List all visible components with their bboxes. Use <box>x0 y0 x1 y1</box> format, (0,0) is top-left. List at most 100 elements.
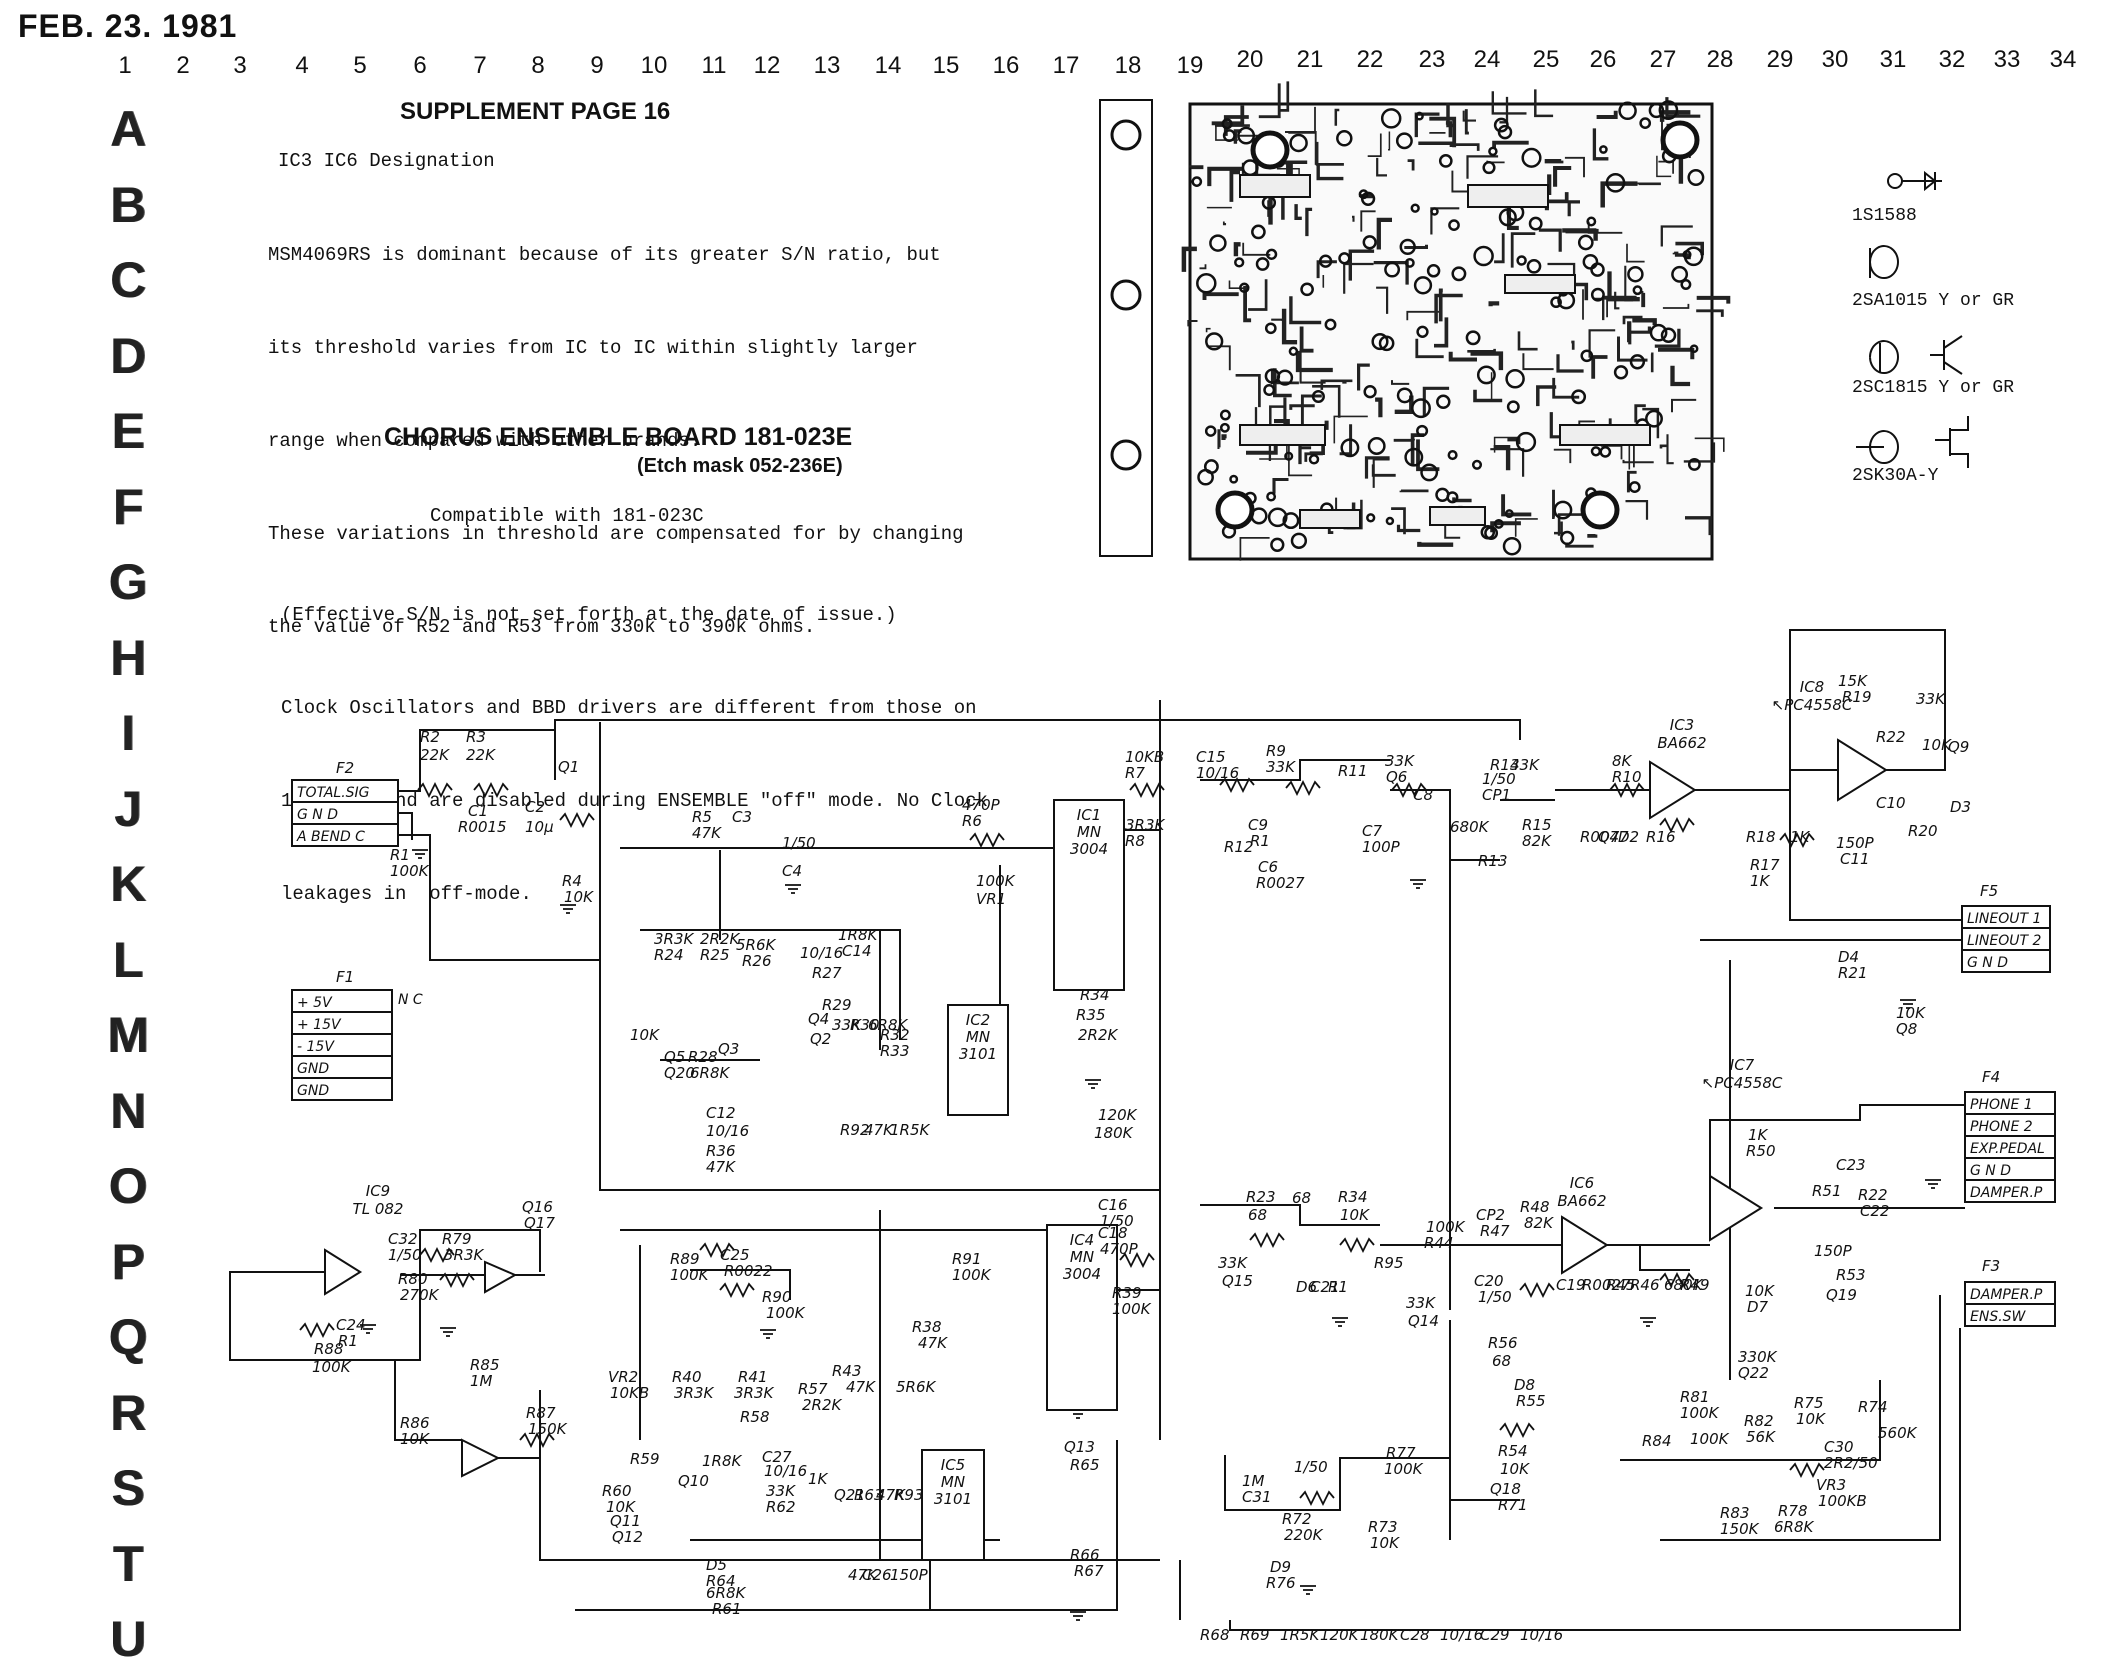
pcb-trace <box>1557 513 1589 536</box>
part-label: R1 <box>1328 1278 1348 1296</box>
part-label: 47K <box>848 1566 878 1584</box>
wire <box>575 1289 1160 1611</box>
pcb-pad <box>1270 537 1285 552</box>
resistor-icon <box>559 811 595 829</box>
pcb-pad <box>1367 437 1386 455</box>
pcb-trace <box>1467 348 1496 353</box>
part-label: 10K <box>1745 1282 1775 1300</box>
part-label: 68 <box>1248 1206 1267 1224</box>
column-label: 4 <box>295 52 309 79</box>
pcb-trace <box>1243 285 1252 323</box>
part-label: 2R2K <box>700 930 741 948</box>
row-label: J <box>114 780 142 837</box>
opamp-ic7: IC7↖PC4558C <box>1702 1056 1783 1242</box>
part-label: R1 <box>338 1332 358 1350</box>
pcb-pad <box>1360 191 1376 206</box>
part-label: R22 <box>1876 728 1906 746</box>
pcb-pad <box>1366 513 1376 523</box>
part-label: VR1 <box>976 890 1006 908</box>
pcb-trace <box>1659 444 1668 449</box>
pcb-trace <box>1587 534 1598 538</box>
opamp-triangle <box>1649 760 1697 820</box>
part-label: 8K <box>1612 752 1633 770</box>
wire <box>690 1210 881 1560</box>
pcb-trace <box>1217 429 1221 449</box>
pcb-trace <box>1206 345 1231 371</box>
part-label: 22K <box>420 746 450 764</box>
part-label: C26 <box>862 1566 892 1584</box>
pcb-trace <box>1473 389 1503 403</box>
part-label: 100KB <box>1818 1492 1867 1510</box>
pcb-trace <box>1376 217 1392 250</box>
part-label: 1M <box>1242 1472 1265 1490</box>
ic-label: MN <box>1070 1248 1094 1266</box>
part-label: Q2 <box>810 1030 831 1048</box>
pcb-pad <box>1267 507 1288 528</box>
opamp-triangle <box>1837 738 1888 802</box>
ic-label: MN <box>966 1028 990 1046</box>
part-label: D4 <box>1838 948 1859 966</box>
part-label: 10/16 <box>800 944 843 962</box>
resistor-icon <box>1789 1461 1825 1479</box>
connector-pin <box>1964 1303 2056 1327</box>
part-label: R68 <box>1200 1626 1230 1644</box>
ic-body <box>1046 1224 1118 1411</box>
diode-symbol-icon <box>1902 170 1942 192</box>
column-label: 25 <box>1532 46 1560 73</box>
pcb-pad <box>1550 296 1562 309</box>
pcb-trace <box>1462 110 1476 122</box>
pcb-pad <box>1209 234 1227 252</box>
part-label: R67 <box>1074 1562 1104 1580</box>
column-label: 2 <box>176 52 190 79</box>
pcb-pad <box>1571 389 1587 405</box>
part-label: 47K <box>692 824 722 842</box>
part-label: 10K <box>1796 1410 1826 1428</box>
connector-pin-label: ENS.SW <box>1970 1309 2027 1325</box>
connector-pin-label: G N D <box>1970 1163 2011 1179</box>
pcb-pad <box>1482 161 1496 175</box>
pcb-trace <box>1696 309 1724 317</box>
pcb-pad <box>1399 238 1416 256</box>
pcb-trace <box>1683 442 1716 463</box>
part-label: R8 <box>1125 832 1145 850</box>
pcb-trace <box>1488 301 1500 307</box>
pcb-trace <box>1229 170 1240 202</box>
pcb-pad <box>1219 422 1230 433</box>
pcb-pad <box>1590 287 1605 302</box>
part-label: VR3 <box>1816 1476 1846 1494</box>
connector-pin-label: + 5V <box>297 995 333 1011</box>
pcb-trace <box>1451 143 1480 151</box>
column-label: 30 <box>1821 46 1849 73</box>
part-label: C14 <box>842 942 872 960</box>
note-line: These variations in threshold are compen… <box>268 523 964 545</box>
pcb-trace <box>1246 446 1278 455</box>
note-line: MSM4069RS is dominant because of its gre… <box>268 244 941 266</box>
part-label: 33K <box>766 1482 796 1500</box>
part-label: 33K <box>1385 752 1415 770</box>
pcb-ic-footprint <box>1239 424 1326 446</box>
pcb-trace <box>1596 110 1618 119</box>
resistor-icon <box>1391 781 1427 799</box>
pcb-pad <box>1447 450 1458 461</box>
pnp-part-number: 2SA1015 Y or GR <box>1852 291 2014 311</box>
pcb-trace <box>1258 83 1281 119</box>
part-label: R15 <box>1522 816 1552 834</box>
ic-blocks: IC1MN3004IC2MN3101IC4MN3004IC5MN3101IC3B… <box>324 678 1888 1561</box>
pcb-trace <box>1676 112 1684 117</box>
diode-part-number: 1S1588 <box>1852 206 1917 226</box>
part-label: 68 <box>1292 1189 1311 1207</box>
column-label: 10 <box>640 52 668 79</box>
part-label: R1 <box>390 846 410 864</box>
pcb-trace <box>1215 124 1250 127</box>
part-label: 1R5K <box>1280 1626 1321 1644</box>
part-label: 3R3K <box>1125 816 1166 834</box>
pcb-trace <box>1279 81 1290 112</box>
part-label: C16 <box>1098 1196 1128 1214</box>
part-label: 47K <box>846 1378 876 1396</box>
resistor-icon <box>969 831 1005 849</box>
row-label: I <box>121 705 135 761</box>
